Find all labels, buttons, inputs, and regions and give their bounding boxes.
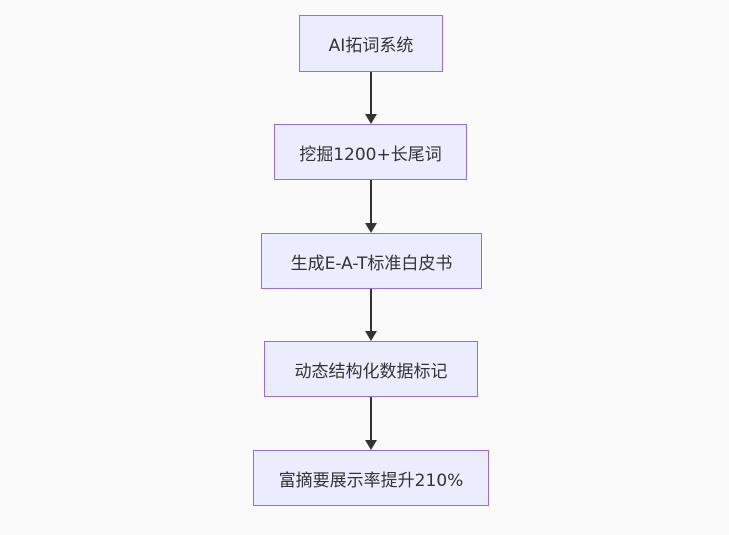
flow-node-label: 富摘要展示率提升210% [278, 470, 464, 491]
flow-node-rich-snippet-rate-up: 富摘要展示率提升210% [253, 450, 489, 506]
flow-node-label: AI拓词系统 [328, 36, 414, 56]
edge-line-4 [370, 397, 372, 441]
flow-node-label: 挖掘1200+长尾词 [299, 144, 442, 165]
flow-node-mine-longtail-keywords: 挖掘1200+长尾词 [274, 124, 467, 180]
edge-line-2 [370, 180, 372, 224]
flow-node-dynamic-structured-data-markup: 动态结构化数据标记 [264, 341, 478, 397]
arrowhead-down-icon [365, 223, 377, 233]
flow-node-label: 动态结构化数据标记 [294, 361, 448, 382]
flow-node-ai-expansion-system: AI拓词系统 [299, 15, 443, 72]
edge-line-3 [370, 289, 372, 332]
arrowhead-down-icon [365, 440, 377, 450]
arrowhead-down-icon [365, 114, 377, 124]
flow-node-generate-eat-whitepaper: 生成E-A-T标准白皮书 [261, 233, 482, 289]
edge-line-1 [370, 72, 372, 115]
arrowhead-down-icon [365, 331, 377, 341]
flow-node-label: 生成E-A-T标准白皮书 [290, 253, 453, 274]
